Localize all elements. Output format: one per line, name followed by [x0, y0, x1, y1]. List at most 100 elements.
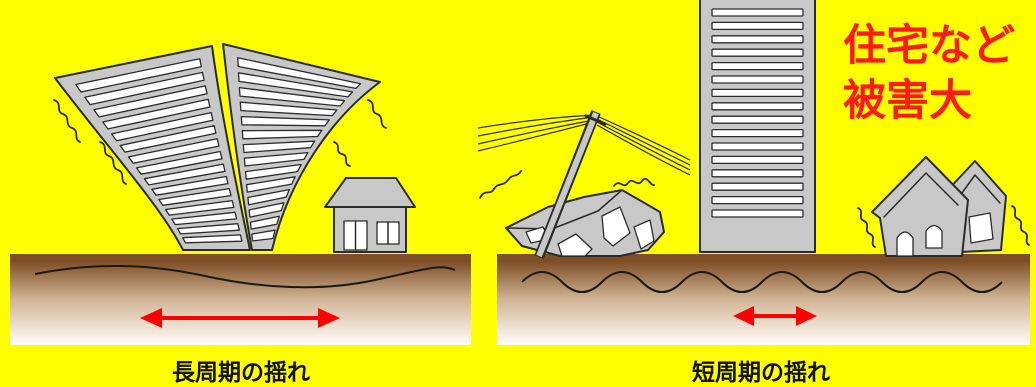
arrow-head-left [140, 308, 162, 328]
arrow-head-right [796, 306, 817, 326]
long-period-wave [34, 264, 456, 289]
window-strip [237, 72, 354, 98]
window-strip [84, 71, 205, 106]
window-strip [711, 75, 804, 84]
leaning-utility-pole-icon [534, 110, 607, 259]
window-strip [238, 86, 346, 107]
window-strip [93, 85, 208, 118]
pole-crossbar [584, 114, 607, 126]
window-strip [244, 163, 302, 180]
long-period-panel: 長周期の揺れ [10, 43, 471, 386]
window-strip [110, 111, 214, 142]
house-b-window [968, 212, 994, 244]
motion-lines-icon [53, 99, 387, 185]
broken-window [557, 233, 593, 257]
window-strip [164, 199, 235, 216]
window-strip [711, 48, 804, 57]
window-strip [171, 211, 238, 226]
motion-lines-icon [479, 170, 1030, 248]
power-lines [477, 114, 691, 176]
ground [10, 254, 471, 345]
broken-window [601, 206, 631, 247]
small-house-icon [324, 177, 416, 253]
window-strip [711, 182, 804, 191]
window-strip [239, 101, 338, 117]
motion-line [1011, 205, 1030, 246]
window-strip [711, 128, 804, 138]
window-strip [711, 88, 804, 98]
panel-label: 長周期の揺れ [172, 360, 310, 386]
window-strip [75, 58, 202, 93]
panel-label: 短周期の揺れ [692, 359, 830, 386]
window-strip [248, 202, 285, 218]
motion-line [479, 170, 522, 199]
motion-line [857, 207, 876, 248]
window-strip [711, 155, 804, 165]
headline-line-2: 被害大 [843, 76, 972, 126]
house-a-window [896, 231, 914, 257]
motion-line [613, 177, 655, 187]
window-strip [711, 209, 804, 218]
roof-crease [505, 189, 623, 230]
window-strip [251, 229, 276, 242]
window-strip [711, 195, 804, 205]
window-strip [711, 169, 804, 178]
motion-line [53, 99, 81, 143]
window-strip [176, 223, 240, 235]
motion-line [367, 99, 387, 129]
double-headed-arrow-icon [140, 308, 340, 328]
house-a-roof-line [883, 172, 959, 218]
power-line [596, 115, 691, 161]
headline-line-1: 住宅など [843, 21, 1015, 71]
window-strip [135, 150, 223, 175]
motion-line [333, 141, 351, 167]
window-strip [143, 163, 226, 186]
high-rise-building-icon [699, 0, 816, 253]
window-strip [242, 140, 316, 154]
window-strip [127, 138, 220, 164]
window-strip [247, 188, 290, 206]
short-period-wave [521, 271, 1003, 293]
headline: 住宅など 被害大 [843, 21, 1015, 126]
ground [497, 254, 1030, 345]
window-strip [711, 61, 804, 71]
window-strip [119, 125, 217, 153]
pole-shaft [536, 111, 599, 258]
window-strip [243, 151, 309, 167]
window-strip [711, 115, 804, 124]
power-line [477, 114, 595, 129]
house-roof [324, 177, 416, 208]
window-strip [182, 234, 243, 244]
arrow-head-left [733, 306, 754, 326]
window-strip [711, 102, 804, 111]
power-line [596, 118, 691, 166]
window-strip [711, 142, 804, 151]
power-line [477, 116, 595, 137]
window-strip [151, 175, 229, 196]
power-line [477, 121, 595, 152]
window-strip [102, 98, 211, 130]
window-strip [711, 8, 804, 17]
swaying-high-rise-icon [222, 43, 381, 251]
house-a-window [925, 224, 943, 249]
broken-window [633, 219, 655, 250]
window-strip [249, 215, 280, 230]
window-strip [240, 115, 330, 127]
window-strip [245, 176, 296, 193]
damaged-house-icon [871, 156, 1007, 257]
arrow-head-right [318, 308, 340, 328]
window-strip [237, 57, 362, 90]
power-line [596, 124, 691, 176]
double-headed-arrow-icon [733, 306, 817, 326]
motion-line [99, 141, 127, 185]
window-strip [158, 187, 232, 206]
power-line [477, 119, 595, 145]
power-line [596, 121, 691, 171]
window-strip [711, 35, 804, 44]
window-strip [241, 129, 323, 140]
swaying-high-rise-icon [54, 45, 251, 251]
house-a-body [871, 156, 969, 257]
short-period-panel: 短周期の揺れ [477, 0, 1030, 386]
window-strip [711, 21, 804, 31]
